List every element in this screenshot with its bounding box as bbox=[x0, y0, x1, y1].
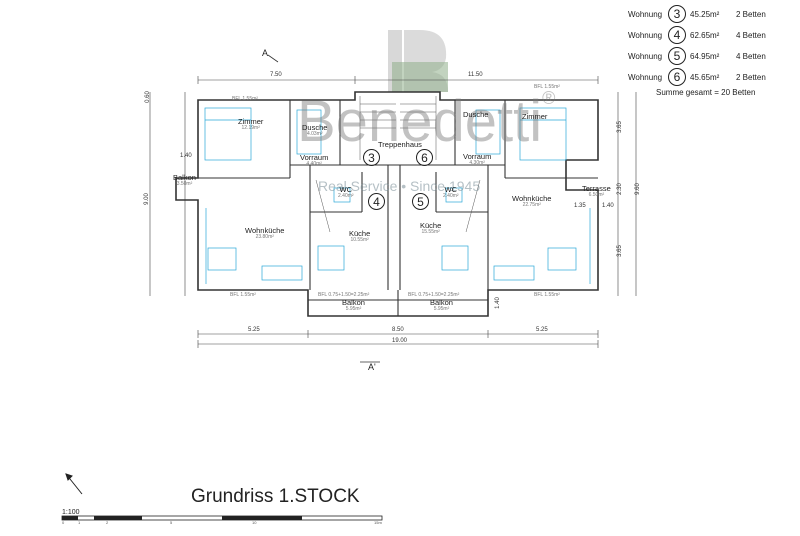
dimension-label: 9.60 bbox=[634, 183, 641, 195]
drawing-title: Grundriss 1.STOCK bbox=[191, 486, 360, 507]
legend-area: 64.95m² bbox=[690, 51, 720, 61]
dimension-label: 19.00 bbox=[392, 338, 408, 344]
legend-area: 45.25m² bbox=[690, 9, 720, 19]
scale-tick: 5 bbox=[170, 520, 173, 525]
scale-tick: 2 bbox=[106, 520, 109, 525]
outer-walls bbox=[175, 91, 599, 317]
inner-walls bbox=[198, 100, 598, 316]
furniture bbox=[204, 107, 591, 284]
scale-ticks: 0 1 2 5 10 15m bbox=[62, 520, 392, 528]
north-arrow-icon bbox=[65, 473, 83, 495]
dimension-label: 2.30 bbox=[616, 183, 623, 195]
dimension-label: 1.35 bbox=[574, 203, 586, 209]
section-line bbox=[267, 54, 380, 363]
legend-total: Summe gesamt = 20 Betten bbox=[656, 88, 756, 97]
legend-label: Wohnung bbox=[628, 51, 663, 61]
legend-label: Wohnung bbox=[628, 9, 663, 19]
dimension-label: 5.25 bbox=[536, 327, 548, 333]
bfl-note: BFL 1.55m² bbox=[232, 96, 258, 102]
section-mark: A' bbox=[368, 362, 376, 372]
scale-tick: 0 bbox=[62, 520, 65, 525]
dimension-label: 5.25 bbox=[248, 327, 260, 333]
staircase bbox=[315, 96, 481, 233]
scale-bar bbox=[61, 515, 383, 521]
legend-row: Wohnung 6 45.65m² 2 Betten bbox=[628, 67, 766, 87]
unit-marker: 3 bbox=[363, 149, 380, 166]
legend-label: Wohnung bbox=[628, 30, 663, 40]
legend-row: Wohnung 4 62.65m² 4 Betten bbox=[628, 25, 766, 45]
bfl-note: BFL 0.75+1.50=2.25m² bbox=[408, 292, 460, 298]
dimension-label: 9.00 bbox=[143, 193, 150, 205]
dimension-label: 11.50 bbox=[468, 72, 483, 78]
unit-number-circle: 3 bbox=[668, 5, 686, 23]
unit-number-circle: 6 bbox=[668, 68, 686, 86]
legend-label: Wohnung bbox=[628, 72, 663, 82]
bfl-note: BFL 1.55m² bbox=[534, 292, 560, 298]
legend-area: 45.65m² bbox=[690, 72, 720, 82]
scale-tick: 1 bbox=[78, 520, 81, 525]
dimension-label: 1.40 bbox=[180, 153, 192, 159]
watermark-logo-shape bbox=[388, 30, 448, 92]
bfl-note: BFL 1.55m² bbox=[230, 292, 256, 298]
scale-tick: 10 bbox=[252, 520, 257, 525]
legend-beds: 4 Betten bbox=[736, 51, 766, 61]
room-label: Treppenhaus bbox=[378, 140, 422, 149]
room-label: Dusche bbox=[463, 110, 489, 119]
dimension-lines bbox=[149, 76, 637, 348]
watermark-tagline: Real Service • Since 1945 bbox=[318, 178, 481, 194]
unit-marker: 5 bbox=[412, 193, 429, 210]
bfl-note: BFL 0.75+1.50=2.25m² bbox=[318, 292, 370, 298]
unit-marker: 4 bbox=[368, 193, 385, 210]
unit-number-circle: 4 bbox=[668, 26, 686, 44]
room-label: Zimmer bbox=[522, 112, 548, 121]
legend-area: 62.65m² bbox=[690, 30, 720, 40]
unit-marker: 6 bbox=[416, 149, 433, 166]
dimension-label: 3.65 bbox=[616, 245, 623, 257]
dimension-label: 1.40 bbox=[494, 297, 501, 309]
watermark-brand: Benedetti® bbox=[297, 88, 556, 154]
dimension-label: 7.50 bbox=[270, 72, 282, 78]
scale-tick: 15m bbox=[374, 520, 382, 525]
legend-beds: 4 Betten bbox=[736, 30, 766, 40]
dimension-label: 1.40 bbox=[602, 203, 614, 209]
legend-row: Wohnung 5 64.95m² 4 Betten bbox=[628, 46, 766, 66]
dimension-label: 3.65 bbox=[616, 121, 623, 133]
unit-number-circle: 5 bbox=[668, 47, 686, 65]
dimension-label: 8.50 bbox=[392, 327, 404, 333]
dimension-label: 0.60 bbox=[144, 91, 151, 103]
legend-beds: 2 Betten bbox=[736, 9, 766, 19]
section-mark: A bbox=[262, 48, 269, 58]
bfl-note: BFL 1.55m² bbox=[534, 84, 560, 90]
scale-label: 1:100 bbox=[62, 509, 80, 516]
legend-row: Wohnung 3 45.25m² 2 Betten bbox=[628, 4, 766, 24]
legend-beds: 2 Betten bbox=[736, 72, 766, 82]
